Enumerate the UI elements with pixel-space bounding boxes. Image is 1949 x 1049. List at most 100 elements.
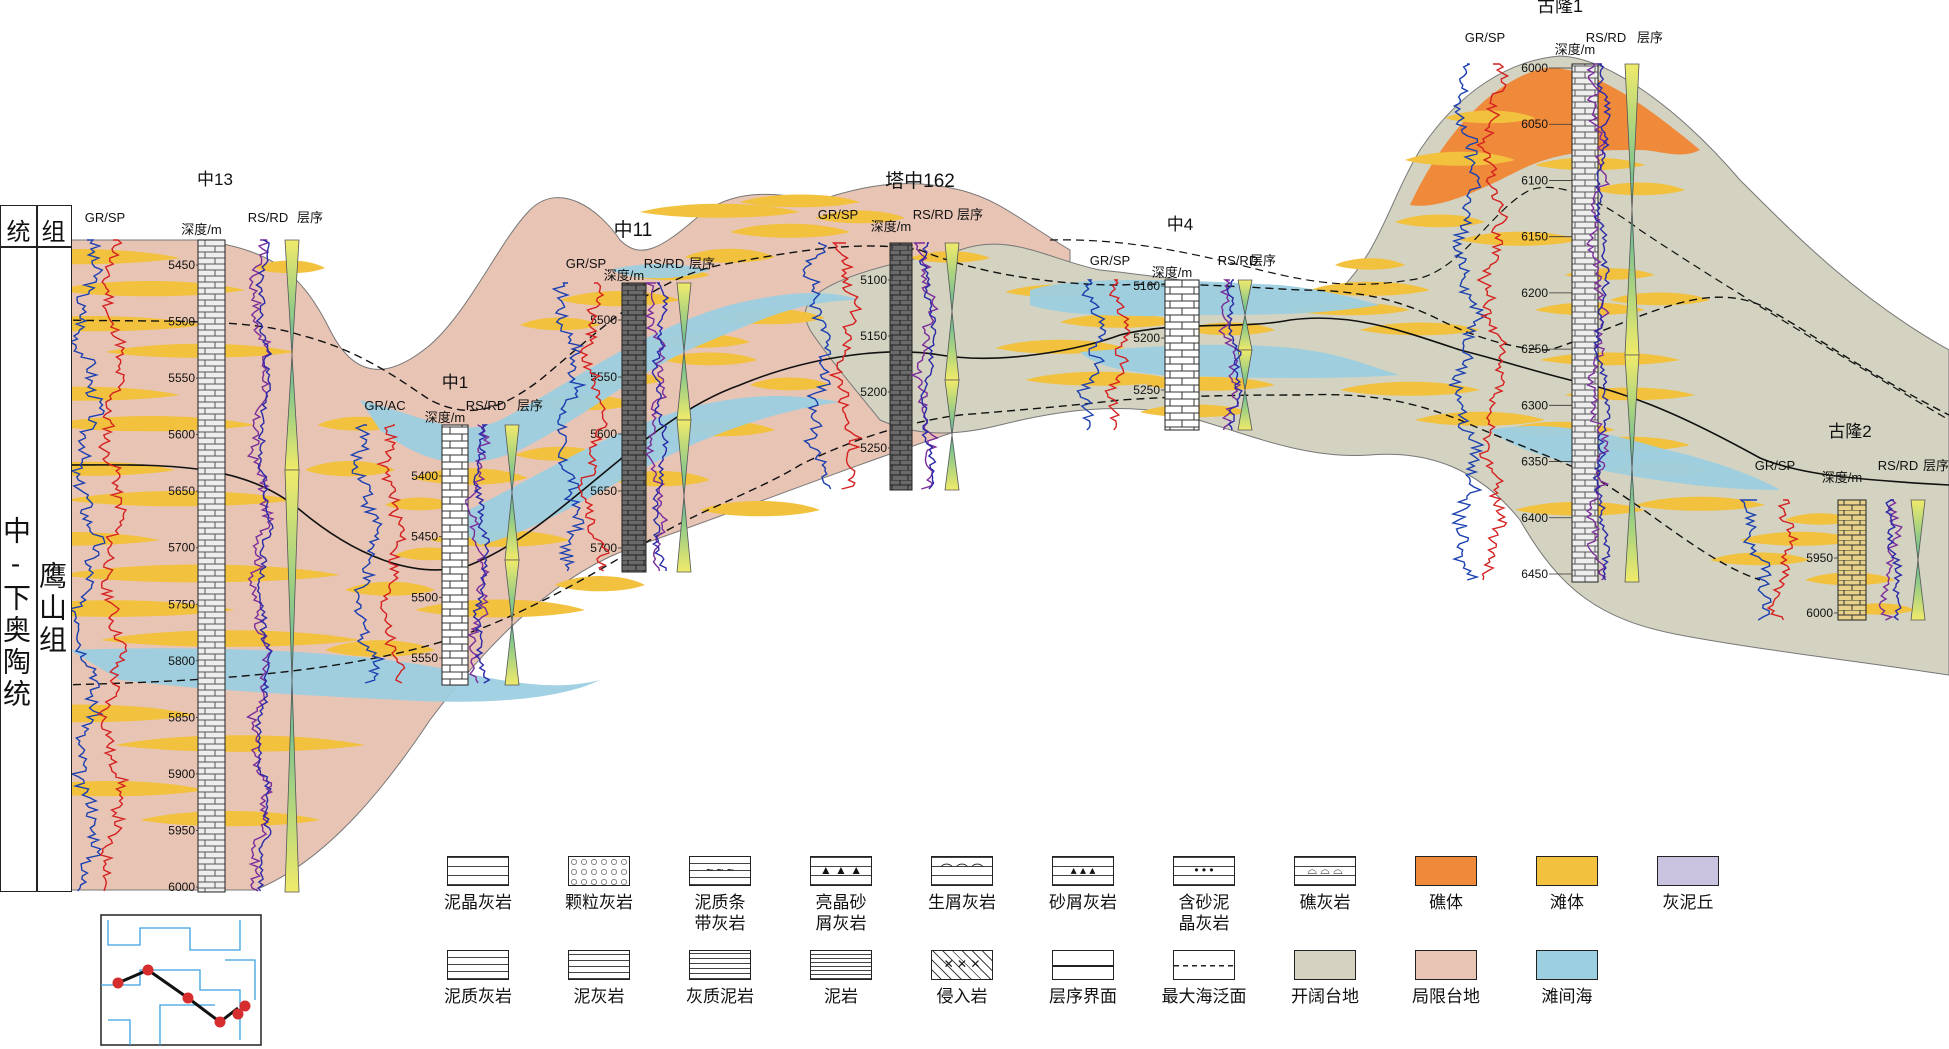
legend-item: 泥质灰岩 [413,950,543,1007]
legend-item: 灰泥丘 [1623,856,1753,913]
gr-header: GR/SP [85,210,125,225]
gr-header: GR/SP [1755,458,1795,473]
gr-header: GR/AC [364,398,405,413]
sequence-header: 层序 [689,256,715,271]
depth-tick-label: 5600 [168,428,195,442]
shoal-lens [1025,371,1175,386]
series-name: 中-下奥陶统 [0,516,31,711]
shoal-lens [1335,258,1405,270]
lithology-column [197,239,226,893]
shoal-lens [115,735,365,752]
legend-item: • • •含砂泥 晶灰岩 [1139,856,1269,934]
log-curve [472,424,491,684]
depth-tick-label: 5950 [1806,551,1833,565]
rs-rd-header: RS/RD [1878,458,1918,473]
depth-tick-label: 5650 [590,484,617,498]
series-header: 统 [6,219,31,246]
legend-swatch-seq-line [1052,950,1114,980]
formation-header: 组 [41,219,66,246]
log-curve [802,242,832,490]
legend-swatch-mfs-line [1173,950,1235,980]
legend-swatch-fill-mound [1657,856,1719,886]
log-curve [1226,279,1243,431]
max-flooding-surface-upper [59,245,1949,416]
legend-item: ⌒ ⌒ ⌒生屑灰岩 [897,856,1027,913]
depth-tick-label: 6200 [1521,286,1548,300]
depth-tick-label: 5400 [411,469,438,483]
legend-label: 亮晶砂 屑灰岩 [815,893,867,933]
depth-tick-label: 5550 [590,370,617,384]
shoal-lens [1460,231,1580,246]
sequence-header: 层序 [1923,458,1949,473]
lithology-column [1837,499,1867,621]
gr-header: GR/SP [1090,253,1130,268]
open-platform-area [804,55,1949,676]
sequence-header: 层序 [1637,30,1663,45]
inter-beach-sea-body [1490,426,1780,490]
depth-tick-label: 5650 [168,484,195,498]
legend-swatch-fill-open [1294,950,1356,980]
shoal-lens [740,194,860,208]
legend-item: 局限台地 [1381,950,1511,1007]
log-curve [349,424,386,684]
rs-rd-header: RS/RD [913,207,953,222]
depth-tick-label: 5450 [411,530,438,544]
sequence-header: 层序 [297,210,323,225]
legend-swatch-fill-reef [1415,856,1477,886]
depth-header: 深度/m [1555,42,1595,57]
shoal-lens [730,223,850,238]
shoal-lens [1360,322,1480,336]
legend-item: ~ ~ ~ 泥质条 带灰岩 [655,856,785,934]
legend-swatch-grain [568,856,630,886]
sequence-triangle [944,379,960,491]
shoal-lens [1060,313,1180,328]
log-curve [1476,63,1510,581]
depth-header: 深度/m [1152,265,1192,280]
depth-tick-label: 5200 [860,385,887,399]
legend-swatch-mudstone [810,950,872,980]
lithology-column [1164,279,1200,431]
location-index-map [100,914,262,1046]
legend-swatch-banded: ~ ~ ~ [689,856,751,886]
sequence-header: 层序 [1250,253,1276,268]
log-curve [1104,279,1131,431]
depth-header: 深度/m [871,219,911,234]
gr-header: GR/SP [566,256,606,271]
depth-tick-label: 6000 [1521,61,1548,75]
legend-label: 层序界面 [1049,987,1117,1006]
sequence-triangle [1237,349,1253,431]
sequence-triangle [1910,499,1926,621]
legend-swatch-fill-interbeach [1536,950,1598,980]
gr-header: GR/SP [1465,30,1505,45]
shoal-lens [140,811,320,827]
lithology-column [441,424,469,686]
log-curve [254,239,274,892]
depth-tick-label: 5160 [1133,279,1160,293]
depth-tick-label: 5150 [860,329,887,343]
legend-label: 泥灰岩 [573,987,625,1006]
max-flooding-surface-lower [59,393,1761,686]
log-curve [1592,63,1612,581]
depth-tick-label: 6000 [168,880,195,894]
legend-item: 最大海泛面 [1139,950,1269,1007]
sequence-triangle [676,419,692,573]
log-curve [1448,63,1488,581]
depth-tick-label: 5250 [860,441,887,455]
legend-label: 泥质条 带灰岩 [694,893,746,933]
depth-tick-label: 6450 [1521,567,1548,581]
legend-swatch-brick [447,856,509,886]
depth-header: 深度/m [604,268,644,283]
sequence-header: 层序 [517,398,543,413]
shoal-lens [325,640,435,657]
lithology-column [1571,63,1599,583]
depth-tick-label: 5700 [168,541,195,555]
legend-label: 开阔台地 [1291,987,1359,1006]
well-name: 中4 [1167,215,1193,234]
legend-item: ⌓ ⌓ ⌓礁灰岩 [1260,856,1390,913]
depth-tick-label: 5800 [168,654,195,668]
